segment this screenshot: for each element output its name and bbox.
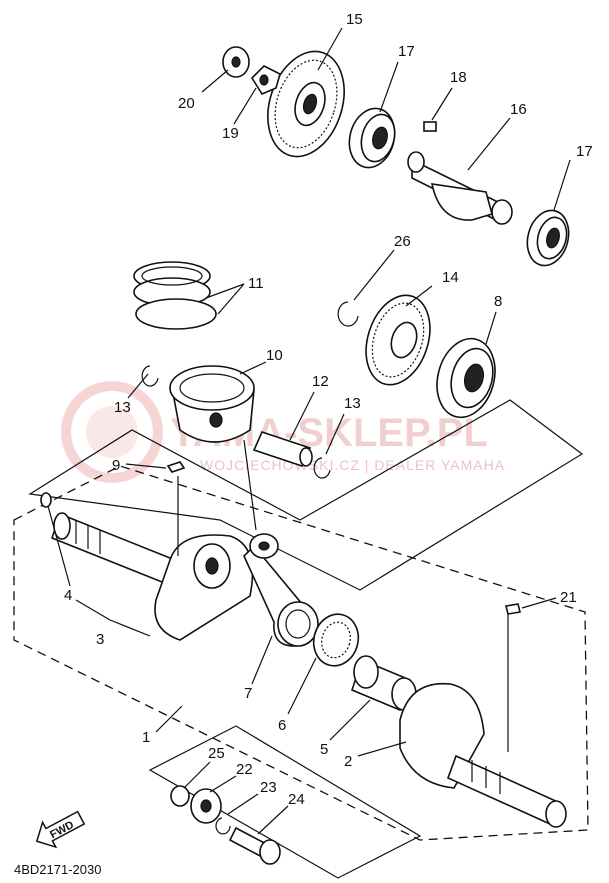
callout-24: 24: [288, 791, 305, 808]
fwd-arrow-icon: FWD: [35, 810, 86, 849]
callout-13-left: 13: [114, 399, 131, 416]
bearing-17-lower: [526, 209, 570, 267]
nut-20: [222, 46, 250, 78]
callout-13-right: 13: [344, 395, 361, 412]
callout-22: 22: [236, 761, 253, 778]
fwd-label: FWD: [48, 819, 76, 841]
key-9: [166, 461, 186, 473]
crank-pin-5: [351, 655, 417, 712]
callout-7: 7: [244, 685, 252, 702]
callout-17-upper: 17: [398, 43, 415, 60]
fastener-group-frame: [148, 725, 422, 879]
piston-group-frame: [28, 399, 584, 591]
circlip-13-left: [141, 365, 159, 387]
callout-1: 1: [142, 729, 150, 746]
balancer-shaft-16: [407, 151, 513, 225]
bearing-17-upper: [348, 107, 396, 169]
gear-15: [267, 50, 345, 158]
crankshaft-assembly-frame: [13, 465, 589, 841]
circlip-13-right: [313, 457, 331, 479]
lock-washer-23: [215, 817, 231, 835]
crankshaft-right-2: [399, 682, 567, 828]
callout-2: 2: [344, 753, 352, 770]
part-code: 4BD2171-2030: [14, 862, 101, 877]
bearing-8: [436, 337, 496, 419]
callout-18: 18: [450, 69, 467, 86]
callout-16: 16: [510, 101, 527, 118]
callout-15: 15: [346, 11, 363, 28]
callout-8: 8: [494, 293, 502, 310]
callout-3: 3: [96, 631, 104, 648]
washer-22: [190, 788, 222, 824]
callout-21: 21: [560, 589, 577, 606]
callout-10: 10: [266, 347, 283, 364]
watermark-subtitle: WOJCIECHOWSKI.CZ | DEALER YAMAHA: [200, 457, 505, 473]
callout-19: 19: [222, 125, 239, 142]
callout-26: 26: [394, 233, 411, 250]
callout-20: 20: [178, 95, 195, 112]
callout-12: 12: [312, 373, 329, 390]
callout-4: 4: [64, 587, 72, 604]
callout-11: 11: [248, 275, 264, 292]
callouts: 15 17 20 19 18 16 17 26 11 14 8 10 12 13…: [64, 11, 593, 808]
callout-6: 6: [278, 717, 286, 734]
bolt-24: [228, 826, 281, 865]
callout-14: 14: [442, 269, 459, 286]
piston-10: [169, 365, 255, 443]
callout-23: 23: [260, 779, 277, 796]
piston-pin-12: [252, 431, 313, 467]
o-ring-25: [170, 785, 190, 807]
callout-25: 25: [208, 745, 225, 762]
callout-5: 5: [320, 741, 328, 758]
pin-4: [40, 492, 52, 508]
crankshaft-left-3: [51, 512, 254, 641]
gear-14: [365, 294, 431, 386]
connecting-rod-7: [243, 533, 319, 647]
lock-washer-19: [250, 65, 281, 96]
piston-rings-11: [133, 261, 217, 330]
needle-bearing-6: [312, 613, 360, 667]
circlip-26: [337, 301, 359, 327]
leader-lines: [47, 27, 571, 835]
key-18: [423, 121, 437, 132]
key-21: [505, 603, 521, 615]
callout-17-lower: 17: [576, 143, 593, 160]
callout-9: 9: [112, 457, 120, 474]
